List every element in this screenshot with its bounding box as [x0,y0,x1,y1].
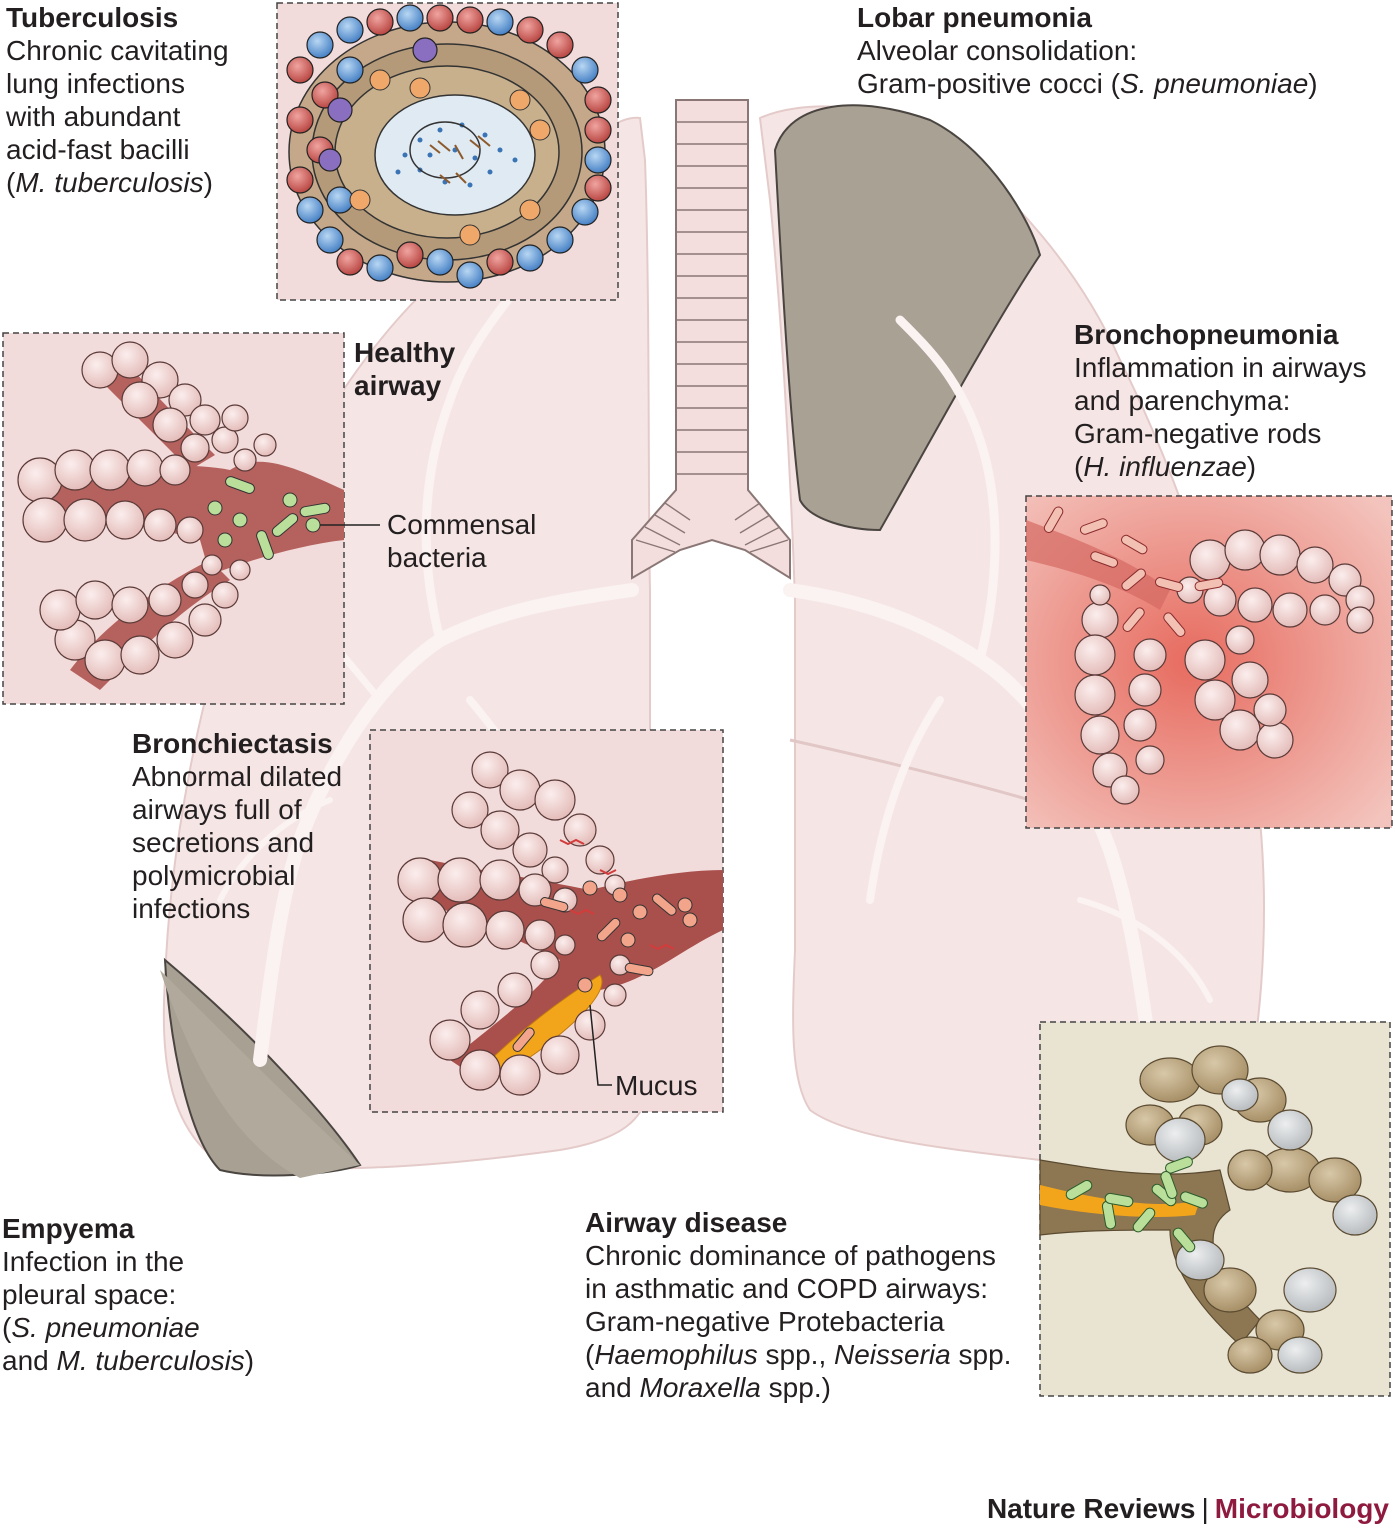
airway-disease-line-5: and Moraxella spp.) [585,1371,1011,1404]
organism-name: M. tuberculosis [15,167,204,198]
bronchopneumonia-line-1: Inflammation in airways [1074,352,1367,383]
commensal-line-2: bacteria [387,542,487,573]
empyema-line-3: (S. pneumoniae [2,1311,254,1344]
airway-disease-title: Airway disease [585,1207,788,1238]
lobar-pneumonia-line-2: Gram-positive cocci (S. pneumoniae) [857,67,1318,100]
empyema-line-1: Infection in the [2,1246,185,1277]
healthy-airway-title-1: Healthy [354,337,456,368]
commensal-bacteria-callout: Commensal bacteria [387,508,536,574]
bronchiectasis-panel [369,729,724,1113]
commensal-line-1: Commensal [387,509,537,540]
tuberculosis-line-4: acid-fast bacilli [6,134,190,165]
tuberculosis-label: Tuberculosis Chronic cavitating lung inf… [6,1,276,199]
paren-open: ( [1074,451,1084,482]
bronchopneumonia-line-3: Gram-negative rods [1074,418,1322,449]
airway-disease-line-4: (Haemophilus spp., Neisseria spp. [585,1338,1011,1371]
bronchopneumonia-line-4: (H. influenzae) [1074,450,1367,483]
line-text: spp., [757,1339,835,1370]
trachea [631,99,791,580]
tuberculosis-line-2: lung infections [6,68,186,99]
paren-open: ( [6,167,16,198]
line-text: and [2,1345,57,1376]
paren-open: ( [585,1339,595,1370]
organism-name: S. pneumoniae [1119,68,1309,99]
journal-footer: Nature Reviews|Microbiology [987,1493,1389,1525]
healthy-airway-label: Healthy airway [354,336,455,402]
airway-disease-line-1: Chronic dominance of pathogens [585,1240,996,1271]
mucus-leader-line [589,1004,612,1086]
airway-disease-panel [1039,1021,1391,1397]
tuberculosis-line-5: (M. tuberculosis) [6,166,276,199]
paren-close: ) [1246,451,1257,482]
line-text: spp.) [760,1372,831,1403]
paren-close: ) [244,1345,255,1376]
line-text: and [585,1372,640,1403]
bronchopneumonia-title: Bronchopneumonia [1074,319,1339,350]
airway-disease-line-2: in asthmatic and COPD airways: [585,1273,989,1304]
bronchiectasis-line-4: polymicrobial [132,860,296,891]
bronchiectasis-title: Bronchiectasis [132,728,333,759]
line-text: spp. [950,1339,1012,1370]
journal-name: Nature Reviews [986,1493,1196,1524]
bronchopneumonia-label: Bronchopneumonia Inflammation in airways… [1074,318,1367,483]
lobar-pneumonia-label: Lobar pneumonia Alveolar consolidation: … [857,1,1318,100]
paren-open: ( [2,1312,12,1343]
organism-name: M. tuberculosis [56,1345,245,1376]
lobar-pneumonia-title: Lobar pneumonia [857,2,1092,33]
organism-name: Neisseria [834,1339,951,1370]
tuberculosis-granuloma-panel [276,2,619,301]
empyema-line-2: pleural space: [2,1279,177,1310]
organism-name: Moraxella [639,1372,761,1403]
organism-name: S. pneumoniae [11,1312,200,1343]
footer-separator: | [1201,1493,1209,1524]
bronchopneumonia-panel [1025,495,1393,829]
bronchiectasis-label: Bronchiectasis Abnormal dilated airways … [132,727,342,925]
bronchopneumonia-line-2: and parenchyma: [1074,385,1291,416]
line-text: Gram-positive cocci ( [857,68,1120,99]
mucus-callout: Mucus [615,1069,697,1102]
healthy-airway-panel [2,332,380,705]
journal-section: Microbiology [1214,1493,1389,1524]
mucus-label: Mucus [615,1070,698,1101]
empyema-line-4: and M. tuberculosis) [2,1344,254,1377]
paren-close: ) [203,167,213,198]
airway-disease-label: Airway disease Chronic dominance of path… [585,1206,1011,1404]
empyema-label: Empyema Infection in the pleural space: … [2,1212,254,1377]
bronchiectasis-line-1: Abnormal dilated [132,761,343,792]
healthy-airway-title-2: airway [354,370,442,401]
bronchiectasis-line-2: airways full of [132,794,302,825]
empyema-title: Empyema [2,1213,135,1244]
lobar-pneumonia-line-1: Alveolar consolidation: [857,35,1138,66]
tuberculosis-line-1: Chronic cavitating [6,35,229,66]
airway-disease-line-3: Gram-negative Protebacteria [585,1306,945,1337]
organism-name: Haemophilus [594,1339,758,1370]
organism-name: H. influenzae [1083,451,1247,482]
left-lung [758,104,1265,1169]
tuberculosis-line-3: with abundant [6,101,181,132]
tuberculosis-title: Tuberculosis [6,2,179,33]
paren-close: ) [1308,68,1318,99]
bronchiectasis-line-5: infections [132,893,251,924]
bronchiectasis-line-3: secretions and [132,827,315,858]
